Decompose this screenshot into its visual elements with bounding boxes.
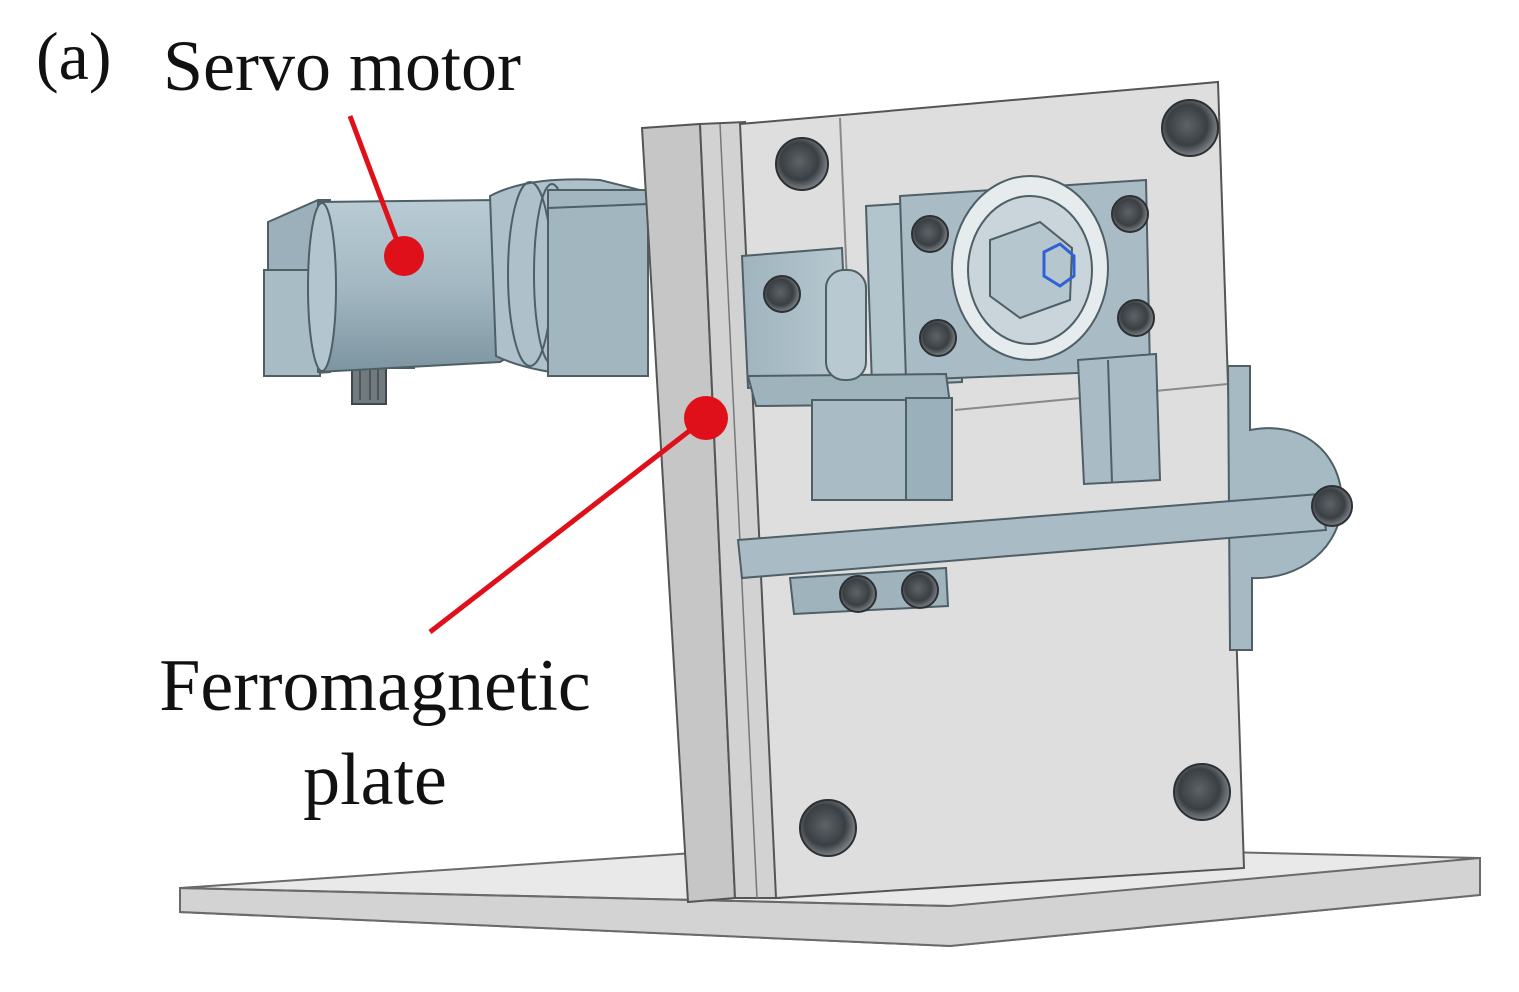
bolt-icon [1111,195,1149,233]
bolt-icon [775,137,829,191]
bolt-icon [911,215,949,253]
bolt-icon [839,575,877,613]
bolt-icon [799,799,857,857]
bolts [763,99,1353,857]
ferromagnetic-plate [640,120,782,904]
bolt-icon [919,319,957,357]
bolt-icon [1117,299,1155,337]
panel-label: (a) [36,18,112,94]
bolt-icon [1173,763,1231,821]
bolt-icon [1161,99,1219,157]
callout-servo [347,115,424,276]
bolt-icon [1311,485,1353,527]
bolt-icon [901,571,939,609]
hex-socket-icon [989,220,1076,320]
bearing [951,175,1109,361]
servo-motor [263,178,649,405]
servo-motor-label: Servo motor [163,26,521,106]
bolt-icon [763,275,801,313]
callout-ferromagnetic [428,396,728,634]
ferromagnetic-plate-label: Ferromagnetic plate [159,645,591,821]
